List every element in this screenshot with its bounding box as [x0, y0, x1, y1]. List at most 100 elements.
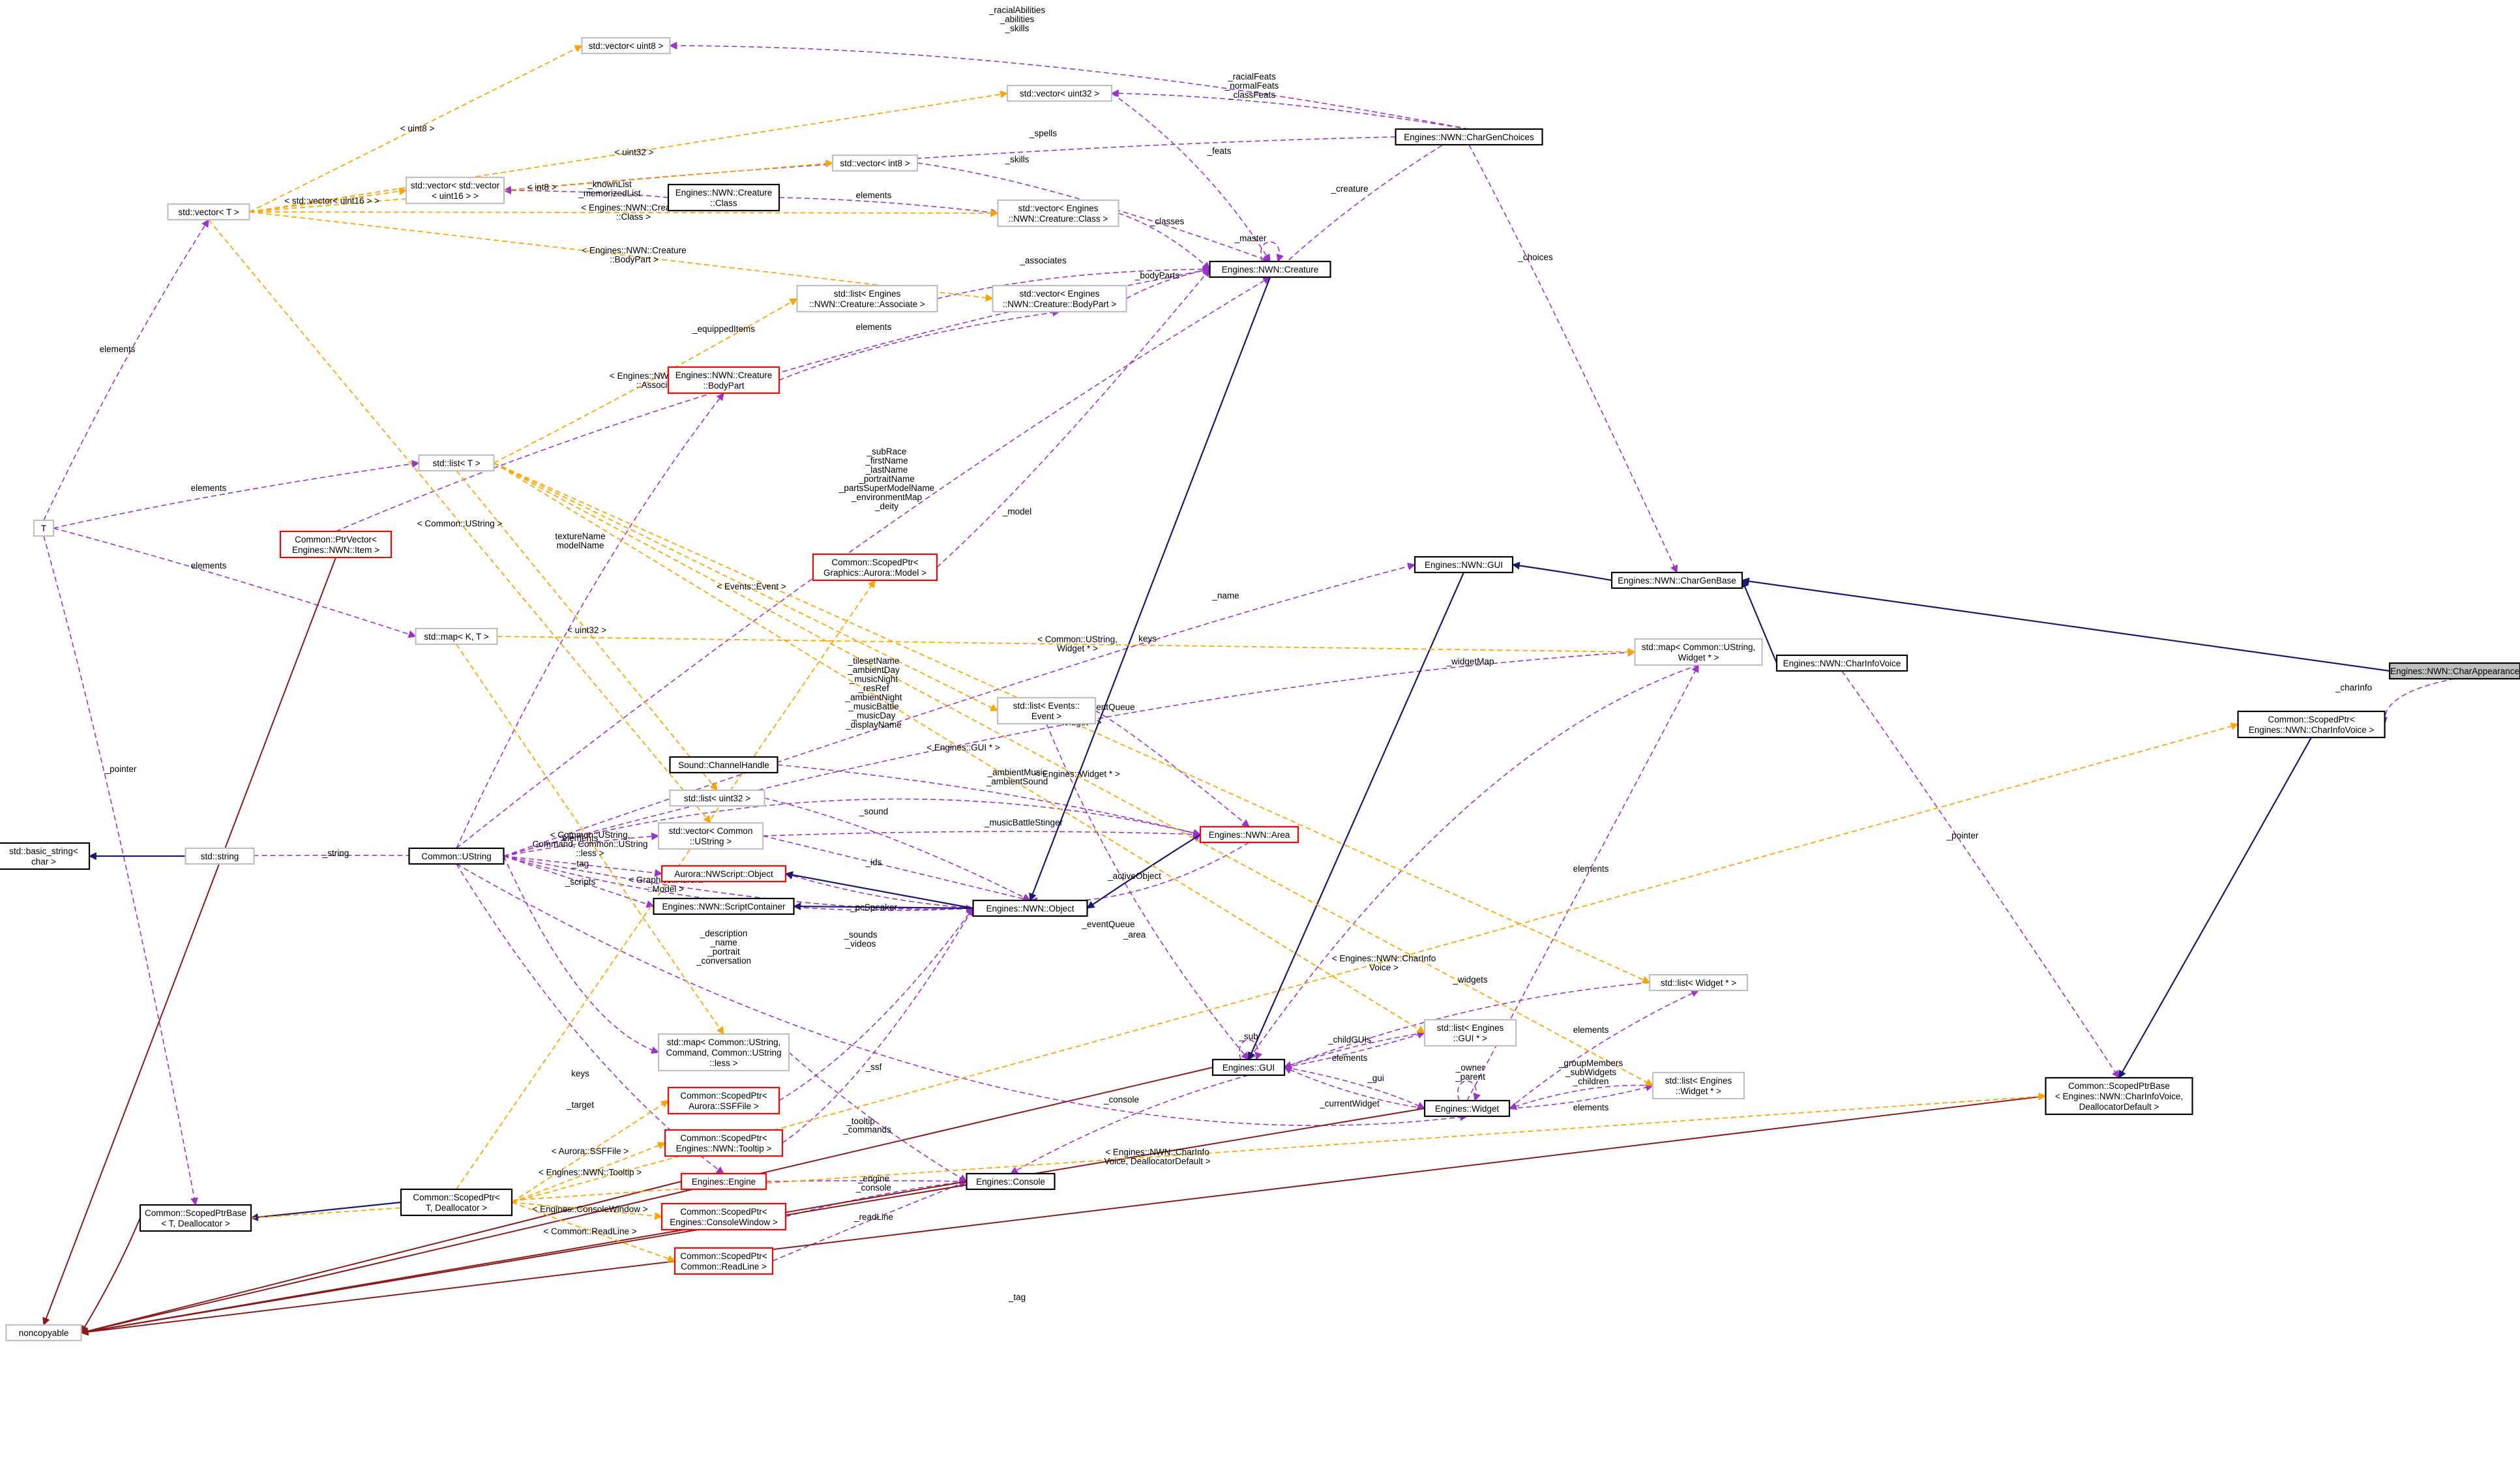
- node-vec-vec-uint16[interactable]: std::vector< std::vector< uint16 > >: [405, 176, 505, 205]
- edge-label: _tag: [571, 859, 589, 868]
- edge-label: _owner_parent: [1455, 1063, 1485, 1082]
- node-list-T[interactable]: std::list< T >: [418, 454, 495, 472]
- edge-member-61: [2380, 678, 2455, 726]
- edge-label: _master: [1234, 233, 1267, 243]
- node-label: Common::ReadLine >: [681, 1262, 767, 1271]
- edge-label-line: ::Model >: [647, 884, 684, 894]
- node-label: Engines::NWN::CharInfoVoice >: [2249, 725, 2375, 735]
- node-list-gui-ptr[interactable]: std::list< Engines::GUI * >: [1423, 1018, 1517, 1047]
- node-scopedptr-tooltip[interactable]: Common::ScopedPtr<Engines::NWN::Tooltip …: [664, 1129, 784, 1157]
- node-list-event[interactable]: std::list< Events::Event >: [996, 696, 1097, 725]
- node-scopedptrbase-T[interactable]: Common::ScopedPtrBase< T, Deallocator >: [139, 1204, 252, 1232]
- node-vec-bodypart[interactable]: std::vector< Engines::NWN::Creature::Bod…: [992, 284, 1127, 313]
- edge-member-33: [503, 855, 655, 908]
- node-noncopyable[interactable]: noncopyable: [5, 1324, 82, 1342]
- node-label: ::UString >: [690, 837, 732, 846]
- edge-label: _tilesetName_ambientDay_musicNight_resRe…: [844, 656, 902, 730]
- node-charinfovoice[interactable]: Engines::NWN::CharInfoVoice: [1775, 654, 1908, 672]
- node-map-command[interactable]: std::map< Common::UString,Command, Commo…: [657, 1033, 790, 1072]
- node-list-widget-ptr[interactable]: std::list< Widget * >: [1648, 973, 1749, 992]
- node-channelhandle[interactable]: Sound::ChannelHandle: [669, 756, 778, 774]
- node-creature-bodypart[interactable]: Engines::NWN::Creature::BodyPart: [667, 366, 780, 394]
- node-label: Engines::NWN::Creature: [675, 188, 773, 198]
- edge-label: _childGUIs: [1327, 1035, 1371, 1045]
- edge-label-line: _partsSuperModelName: [838, 483, 934, 493]
- node-label: ::NWN::Creature::Class >: [1009, 214, 1108, 224]
- node-box: [996, 696, 1097, 725]
- edge-member-9: [937, 265, 1211, 299]
- edge-member-32: [503, 855, 663, 877]
- node-vec-class[interactable]: std::vector< Engines::NWN::Creature::Cla…: [997, 199, 1119, 228]
- edge-label-line: _tilesetName: [848, 656, 900, 666]
- edge-label-line: _widgetMap: [1446, 657, 1494, 666]
- node-creature[interactable]: Engines::NWN::Creature: [1209, 260, 1331, 278]
- edge-label-line: _knownList: [587, 179, 632, 189]
- node-label: ::NWN::Creature::BodyPart >: [1003, 299, 1117, 309]
- node-nwn-gui[interactable]: Engines::NWN::GUI: [1414, 556, 1514, 574]
- node-box: [667, 366, 780, 394]
- node-label: Engines::NWN::Object: [986, 904, 1074, 913]
- node-nwn-area[interactable]: Engines::NWN::Area: [1199, 825, 1299, 844]
- node-engines-widget[interactable]: Engines::Widget: [1423, 1099, 1511, 1118]
- node-engines-engine[interactable]: Engines::Engine: [680, 1172, 767, 1191]
- node-scopedptr-readline[interactable]: Common::ScopedPtr<Common::ReadLine >: [674, 1247, 774, 1275]
- edge-member-13: [503, 186, 669, 198]
- edge-label-line: modelName: [557, 541, 604, 550]
- node-list-uint32[interactable]: std::list< uint32 >: [669, 789, 765, 807]
- edge-noncopyable-81: [80, 1095, 2046, 1336]
- edge-label-line: _master: [1234, 233, 1267, 243]
- edge-label-line: < Engines::ConsoleWindow >: [532, 1204, 647, 1214]
- edge-label: _string: [322, 848, 349, 858]
- edge-label-line: < Engines::NWN::Creature: [582, 246, 686, 256]
- node-T[interactable]: T: [33, 519, 55, 537]
- node-vec-int8[interactable]: std::vector< int8 >: [831, 154, 919, 172]
- node-ustring[interactable]: Common::UString: [408, 847, 505, 865]
- edge-label: < std::vector< uint16 > >: [284, 196, 379, 206]
- node-list-associate[interactable]: std::list< Engines::NWN::Creature::Assoc…: [796, 284, 938, 313]
- node-ptrvector-item[interactable]: Common::PtrVector<Engines::NWN::Item >: [279, 530, 393, 559]
- edge-inherit-73: [250, 1201, 402, 1221]
- node-map-KT[interactable]: std::map< K, T >: [415, 627, 498, 645]
- edge-label-line: _associates: [1019, 256, 1067, 265]
- node-list-engines-widget[interactable]: std::list< Engines::Widget * >: [1652, 1071, 1745, 1100]
- node-vec-ustring[interactable]: std::vector< Common::UString >: [657, 822, 764, 850]
- node-label: std::vector< int8 >: [840, 158, 910, 168]
- edge-label-line: elements: [1573, 1025, 1609, 1035]
- edge-label-line: _bodyParts: [1134, 271, 1180, 280]
- edge-label-line: < Common::ReadLine >: [543, 1226, 636, 1236]
- node-scopedptr-T[interactable]: Common::ScopedPtr<T, Deallocator >: [400, 1188, 513, 1217]
- edge-member-50: [1509, 1084, 1654, 1109]
- edge-label-line: < Common::UString,: [1037, 634, 1118, 644]
- edge-noncopyable-77: [80, 1181, 682, 1335]
- node-scopedptrbase-voice[interactable]: Common::ScopedPtrBase< Engines::NWN::Cha…: [2045, 1076, 2193, 1116]
- node-vec-uint32[interactable]: std::vector< uint32 >: [1006, 84, 1113, 102]
- edge-template-86: [249, 209, 999, 217]
- node-std-string[interactable]: std::string: [185, 847, 255, 865]
- node-box: [5, 1324, 82, 1342]
- node-chargenchoices[interactable]: Engines::NWN::CharGenChoices: [1395, 128, 1543, 146]
- edge-label: _engine: [857, 1174, 889, 1183]
- node-vec-uint8[interactable]: std::vector< uint8 >: [581, 37, 671, 55]
- node-scopedptr-consolewindow[interactable]: Common::ScopedPtr<Engines::ConsoleWindow…: [660, 1202, 787, 1231]
- node-scopedptr-ssffile[interactable]: Common::ScopedPtr<Aurora::SSFFile >: [667, 1086, 780, 1115]
- node-scopedptr-model[interactable]: Common::ScopedPtr<Graphics::Aurora::Mode…: [812, 553, 938, 582]
- edge-template-82: [249, 45, 583, 213]
- edge-label-line: _area: [1123, 930, 1146, 940]
- edge-label: _eventQueue: [1081, 919, 1134, 929]
- node-creature-class[interactable]: Engines::NWN::Creature::Class: [667, 183, 780, 212]
- node-map-ustring-widget[interactable]: std::map< Common::UString,Widget * >: [1634, 638, 1763, 666]
- node-vec-T[interactable]: std::vector< T >: [167, 203, 250, 221]
- node-scopedptr-charinfovoice[interactable]: Common::ScopedPtr<Engines::NWN::CharInfo…: [2237, 710, 2386, 739]
- node-nwn-object[interactable]: Engines::NWN::Object: [972, 899, 1088, 917]
- node-nwnscript-object[interactable]: Aurora::NWScript::Object: [660, 865, 787, 883]
- node-basic-string[interactable]: std::basic_string<char >: [0, 842, 91, 870]
- node-engines-console[interactable]: Engines::Console: [966, 1172, 1056, 1191]
- node-charappearance[interactable]: Engines::NWN::CharAppearance: [2388, 662, 2520, 680]
- node-box: [812, 553, 938, 582]
- node-chargenbase[interactable]: Engines::NWN::CharGenBase: [1610, 571, 1743, 589]
- node-label: Aurora::SSFFile >: [689, 1101, 759, 1111]
- edge-label: _creature: [1330, 184, 1368, 194]
- node-engines-gui[interactable]: Engines::GUI: [1211, 1058, 1286, 1076]
- node-label: Engines::NWN::CharGenBase: [1618, 576, 1736, 586]
- node-scriptcontainer[interactable]: Engines::NWN::ScriptContainer: [653, 897, 795, 915]
